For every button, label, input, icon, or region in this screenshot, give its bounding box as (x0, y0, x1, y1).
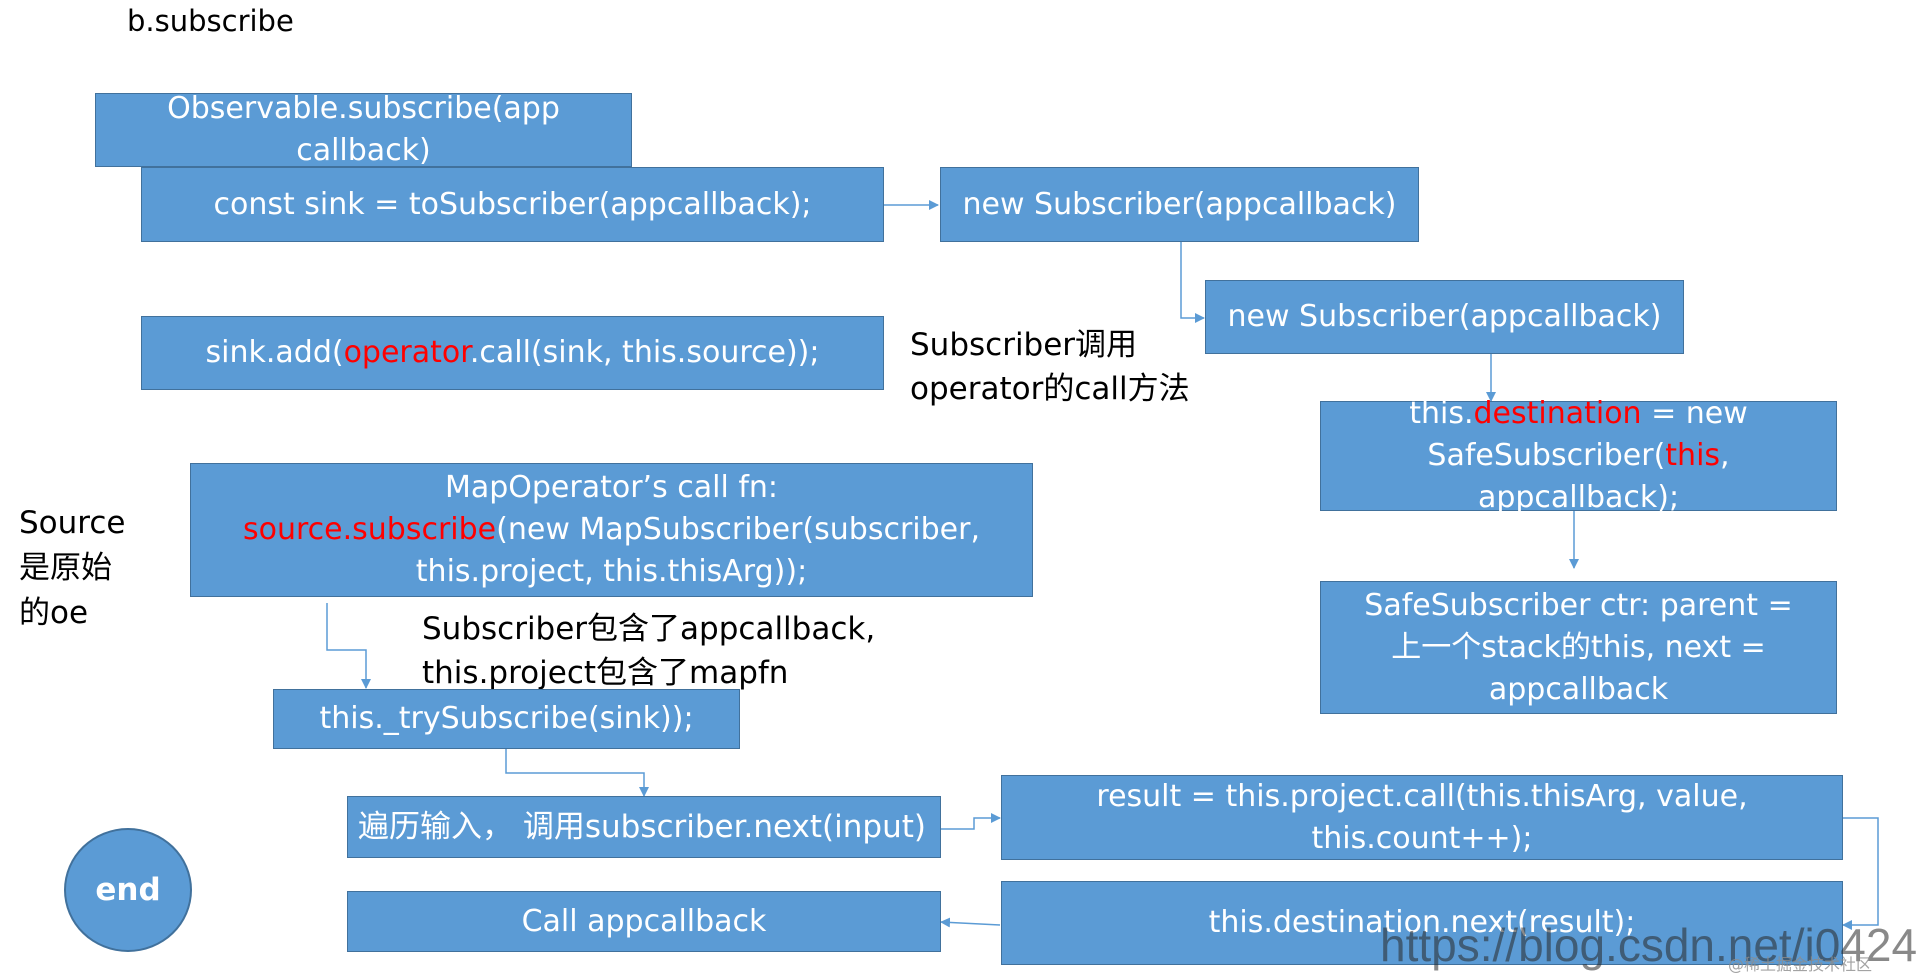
map-operator-text: MapOperator’s call fn: source.subscribe(n… (231, 467, 992, 593)
iterate-input-text: 遍历输入， 调用subscriber.next(input) (358, 809, 926, 845)
subscriber-call-line-2: operator的call方法 (910, 371, 1190, 407)
destination-next-box: this.destination.next(result); (1001, 881, 1843, 965)
safe-subscriber-text: SafeSubscriber ctr: parent = 上一个stack的th… (1364, 587, 1793, 707)
call-appcallback-box: Call appcallback (347, 891, 941, 952)
arrow-iterate-to-result (941, 813, 1001, 830)
result-project-text: result = this.project.call(this.thisArg,… (1096, 778, 1748, 856)
const-sink-box: const sink = toSubscriber(appcallback); (141, 167, 884, 242)
const-sink-text: const sink = toSubscriber(appcallback); (213, 186, 812, 222)
diagram-title: b.subscribe (127, 4, 294, 38)
arrow-destination-next-to-call-appcallback (940, 917, 1001, 928)
this-destination-box: this.destination = new SafeSubscriber(th… (1320, 396, 1837, 515)
subscriber-call-note: Subscriber调用 operator的call方法 (910, 323, 1190, 411)
observable-subscribe-box: Observable.subscribe(app callback) (95, 91, 632, 168)
source-note: Source 是原始 的oe (19, 501, 125, 636)
contains-note: Subscriber包含了appcallback, this.project包含… (422, 607, 875, 695)
sink-add-text: sink.add(operator.call(sink, this.source… (206, 332, 820, 374)
new-subscriber-text-2: new Subscriber(appcallback) (1227, 299, 1662, 334)
sink-add-post: .call(sink, this.source)); (469, 335, 820, 370)
contains-line-1: Subscriber包含了appcallback, (422, 611, 876, 647)
arrow-try-subscribe-to-iterate (505, 749, 649, 797)
arrow-new-subscriber-to-new-subscriber (1180, 242, 1205, 323)
safe-subscriber-box: SafeSubscriber ctr: parent = 上一个stack的th… (1320, 581, 1837, 714)
source-line-3: 的oe (19, 595, 89, 631)
call-appcallback-text: Call appcallback (521, 903, 767, 939)
try-subscribe-text: this._trySubscribe(sink)); (319, 701, 694, 736)
end-text: end (95, 872, 161, 908)
destination-highlight: destination (1473, 396, 1642, 431)
map-operator-source-subscribe: source.subscribe (243, 512, 497, 547)
destination-pre: this. (1409, 396, 1474, 431)
watermark-community: @稀土掘金技术社区 (1728, 955, 1873, 974)
arrow-map-operator-to-try-subscribe (326, 603, 371, 689)
new-subscriber-text-1: new Subscriber(appcallback) (962, 186, 1397, 222)
source-line-2: 是原始 (19, 550, 112, 586)
sink-add-operator: operator (343, 335, 470, 370)
destination-mid: = new SafeSubscriber( (1427, 396, 1748, 473)
end-node: end (64, 828, 192, 952)
contains-line-2: this.project包含了mapfn (422, 655, 789, 691)
sink-add-pre: sink.add( (205, 335, 344, 370)
iterate-input-box: 遍历输入， 调用subscriber.next(input) (347, 796, 941, 858)
source-line-1: Source (19, 505, 126, 541)
result-project-box: result = this.project.call(this.thisArg,… (1001, 775, 1843, 860)
new-subscriber-box-2: new Subscriber(appcallback) (1205, 280, 1684, 354)
this-destination-text: this.destination = new SafeSubscriber(th… (1339, 393, 1818, 519)
watermark-url: https://blog.csdn.net/i0424 (1380, 919, 1917, 971)
destination-post: , appcallback); (1477, 438, 1730, 515)
arrow-result-to-destination-next (1842, 817, 1879, 930)
destination-next-text: this.destination.next(result); (1208, 905, 1636, 940)
map-operator-box: MapOperator’s call fn: source.subscribe(n… (190, 463, 1033, 597)
subscriber-call-line-1: Subscriber调用 (910, 327, 1138, 363)
destination-this-highlight: this (1665, 438, 1721, 473)
observable-subscribe-text: Observable.subscribe(app callback) (167, 91, 560, 168)
sink-add-box: sink.add(operator.call(sink, this.source… (141, 316, 884, 390)
new-subscriber-box-1: new Subscriber(appcallback) (940, 167, 1419, 242)
map-operator-post: (new MapSubscriber(subscriber, this.proj… (415, 512, 980, 589)
try-subscribe-box: this._trySubscribe(sink)); (273, 689, 740, 749)
map-operator-line-1: MapOperator’s call fn: (444, 470, 779, 505)
